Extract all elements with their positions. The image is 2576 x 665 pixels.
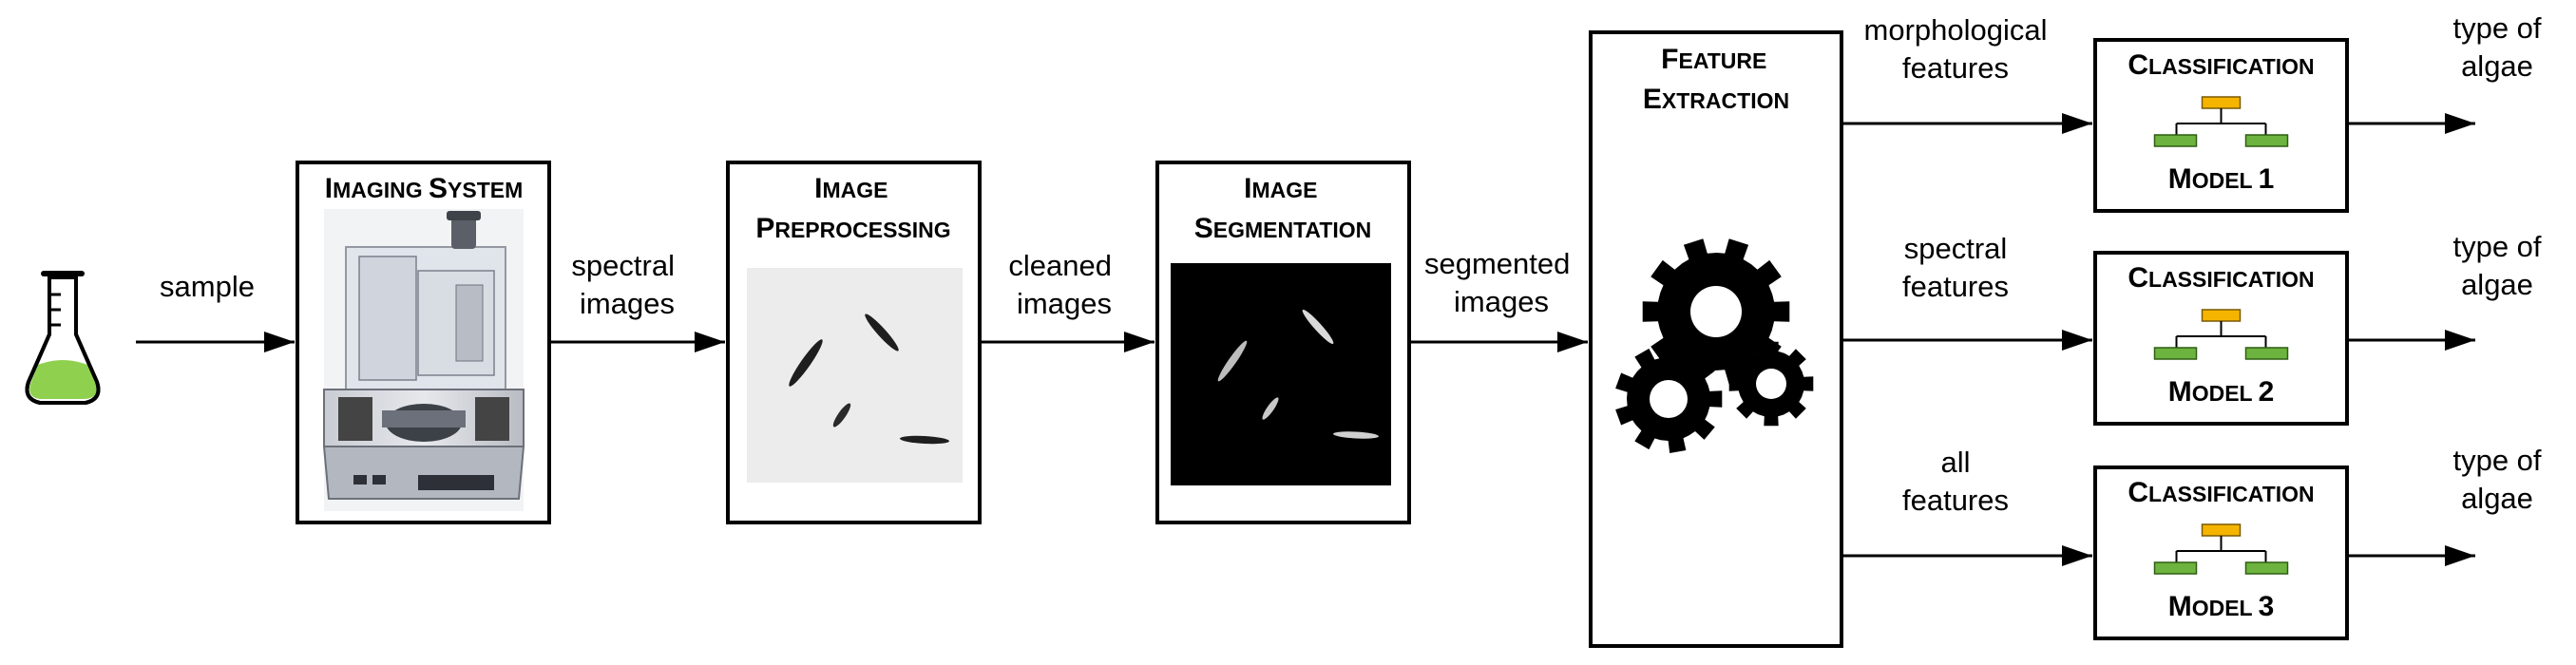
segmented-images-label: segmented images bbox=[1424, 247, 1578, 318]
decision-tree-icon bbox=[2153, 309, 2289, 360]
image-segmentation-title: IMAGE SEGMENTATION bbox=[1194, 173, 1372, 244]
gears-icon bbox=[1615, 238, 1814, 453]
cleaned-images-label: cleaned images bbox=[1008, 249, 1119, 320]
model-label-3: MODEL 3 bbox=[2168, 591, 2275, 622]
flask-icon bbox=[25, 271, 101, 405]
imaging-system-title: IMAGING SYSTEM bbox=[325, 173, 524, 204]
classification-box-2: CLASSIFICATION MODEL 2 bbox=[2093, 251, 2349, 426]
imaging-machine-image bbox=[322, 209, 525, 511]
classification-title-2: CLASSIFICATION bbox=[2128, 262, 2314, 294]
preprocessed-image bbox=[747, 268, 963, 483]
model-label-2: MODEL 2 bbox=[2168, 376, 2275, 408]
image-preprocessing-title: IMAGE PREPROCESSING bbox=[755, 173, 950, 244]
image-segmentation-box: IMAGE SEGMENTATION bbox=[1155, 161, 1411, 524]
imaging-system-box: IMAGING SYSTEM bbox=[296, 161, 551, 524]
sample-label: sample bbox=[160, 270, 255, 303]
feature-extraction-box: FEATURE EXTRACTION bbox=[1589, 30, 1843, 648]
segmented-image bbox=[1171, 263, 1391, 485]
small-gear-icon bbox=[1728, 341, 1814, 427]
medium-gear-icon bbox=[1615, 345, 1723, 453]
decision-tree-icon bbox=[2153, 523, 2289, 575]
classification-box-1: CLASSIFICATION MODEL 1 bbox=[2093, 38, 2349, 213]
classification-box-3: CLASSIFICATION MODEL 3 bbox=[2093, 466, 2349, 640]
decision-tree-icon bbox=[2153, 96, 2289, 147]
model-label-1: MODEL 1 bbox=[2168, 163, 2275, 195]
feature-extraction-title: FEATURE EXTRACTION bbox=[1643, 44, 1789, 115]
image-preprocessing-box: IMAGE PREPROCESSING bbox=[726, 161, 982, 524]
spectral-images-label: spectral images bbox=[571, 249, 682, 320]
classification-title-3: CLASSIFICATION bbox=[2128, 477, 2314, 508]
classification-title-1: CLASSIFICATION bbox=[2128, 49, 2314, 81]
